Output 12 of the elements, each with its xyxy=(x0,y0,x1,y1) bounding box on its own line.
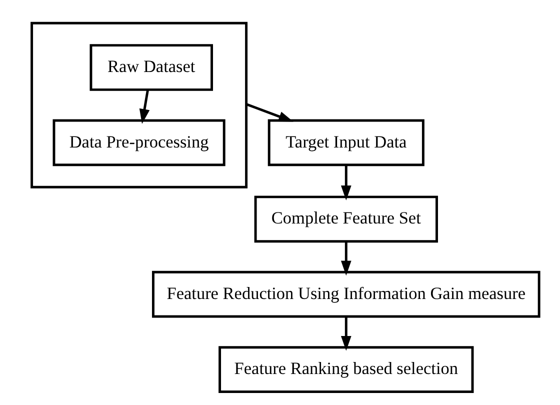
node-box: Target Input Data xyxy=(267,119,424,166)
node-box: Data Pre-processing xyxy=(52,119,225,166)
cluster xyxy=(30,22,248,188)
arrow xyxy=(340,164,351,200)
node-box: Feature Reduction Using Information Gain measure xyxy=(151,270,540,318)
arrow xyxy=(340,316,351,351)
node-box: Feature Ranking based selection xyxy=(218,346,474,393)
node-box: Complete Feature Set xyxy=(254,196,438,243)
arrow xyxy=(340,241,351,276)
arrow xyxy=(138,90,150,124)
arrow xyxy=(245,103,293,122)
node-box: Raw Dataset xyxy=(89,44,212,91)
